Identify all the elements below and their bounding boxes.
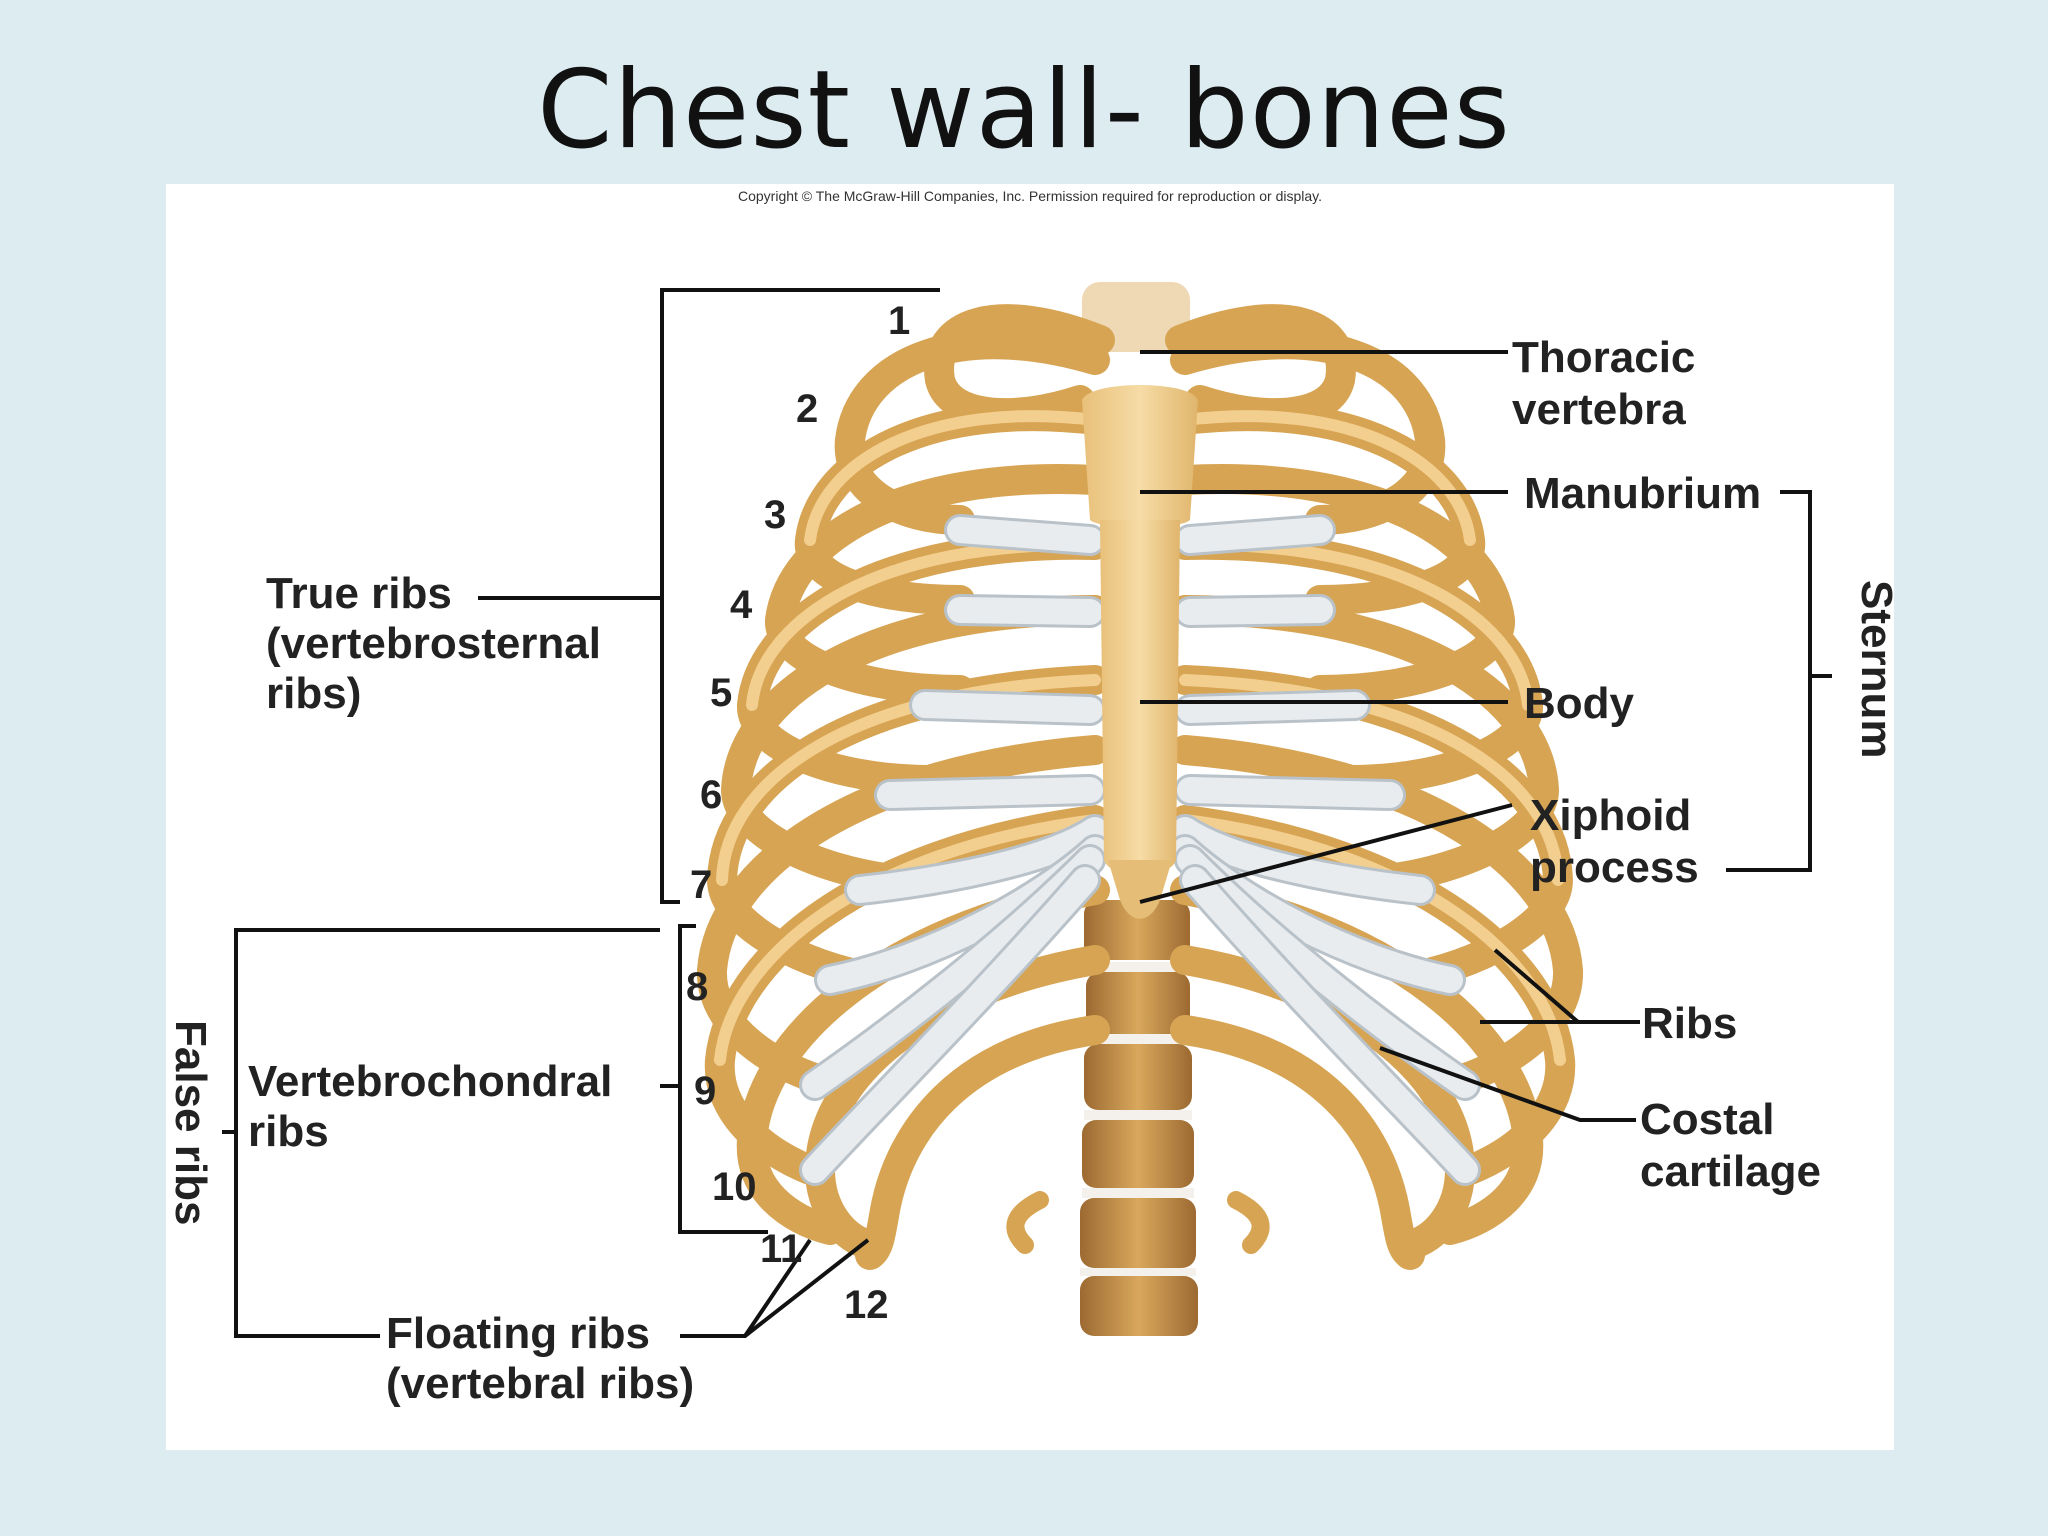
rib-number-8: 8 (686, 965, 708, 1009)
rib-cage-illustration (697, 282, 1583, 1336)
rib-number-12: 12 (844, 1283, 889, 1327)
label-false-ribs: False ribs (166, 1020, 215, 1225)
label-vertebrochondral-line2: ribs (248, 1107, 329, 1156)
rib-number-1: 1 (888, 299, 910, 343)
label-body: Body (1524, 679, 1635, 728)
label-sternum: Sternum (1852, 580, 1901, 758)
rib-number-5: 5 (710, 671, 732, 715)
rib-numbers: 1 2 3 4 5 6 7 8 9 10 11 12 (686, 299, 910, 1327)
rib-number-10: 10 (712, 1165, 757, 1209)
label-manubrium: Manubrium (1524, 469, 1761, 518)
label-floating-ribs-line1: Floating ribs (386, 1309, 650, 1358)
sternum-bone (1082, 385, 1198, 919)
label-true-ribs-line2: (vertebrosternal (266, 619, 601, 668)
rib-number-7: 7 (690, 863, 712, 907)
rib-number-11: 11 (760, 1227, 802, 1271)
leader-lines (222, 288, 1832, 1338)
slide-title: Chest wall- bones (537, 48, 1511, 173)
label-true-ribs-line1: True ribs (266, 569, 452, 618)
label-costal-cartilage-line2: cartilage (1640, 1147, 1821, 1196)
label-true-ribs-line3: ribs) (266, 669, 361, 718)
label-floating-ribs-line2: (vertebral ribs) (386, 1359, 694, 1408)
rib-number-3: 3 (764, 493, 786, 537)
label-vertebrochondral-line1: Vertebrochondral (248, 1057, 612, 1106)
rib-number-2: 2 (796, 387, 818, 431)
costal-cartilages (799, 514, 1481, 1186)
rib-number-9: 9 (694, 1069, 716, 1113)
label-thoracic-vertebra-line1: Thoracic (1512, 333, 1695, 382)
label-thoracic-vertebra-line2: vertebra (1512, 385, 1686, 434)
label-ribs: Ribs (1642, 999, 1737, 1048)
rib-number-6: 6 (700, 773, 722, 817)
label-xiphoid-line2: process (1530, 843, 1699, 892)
label-xiphoid-line1: Xiphoid (1530, 791, 1691, 840)
vertebral-column (1006, 282, 1270, 1336)
label-costal-cartilage-line1: Costal (1640, 1095, 1774, 1144)
rib-number-4: 4 (730, 583, 753, 627)
copyright-notice: Copyright © The McGraw-Hill Companies, I… (737, 188, 1323, 204)
